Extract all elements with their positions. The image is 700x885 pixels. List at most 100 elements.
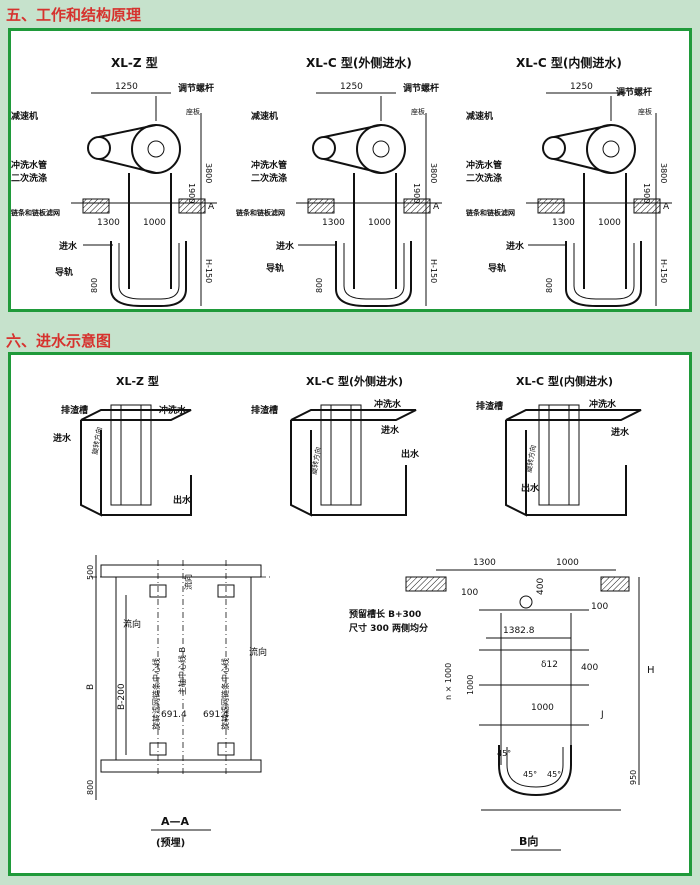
motor-pulley bbox=[87, 136, 111, 160]
dim-950: 950 bbox=[629, 770, 638, 785]
machine-xlz: XL-Z 型 1250 调节螺杆 座板 减速机 冲洗水管 二次洗涤 链条和链板滤… bbox=[10, 55, 217, 307]
label-flush: 冲洗水 bbox=[374, 398, 402, 410]
label-rail: 导轨 bbox=[266, 262, 284, 274]
label-base: 座板 bbox=[638, 107, 652, 116]
label-chain: 链条和链板滤网 bbox=[11, 208, 60, 217]
label-rail: 导轨 bbox=[55, 266, 73, 278]
dim-1250: 1250 bbox=[340, 82, 363, 92]
aa-caption2: (预埋) bbox=[156, 836, 185, 849]
dim-n1000: n × 1000 bbox=[444, 663, 453, 700]
label-inlet: 进水 bbox=[611, 426, 630, 438]
machine-xlc-outer: XL-C 型(外侧进水) 1250 调节螺杆 座板 减速机 冲洗水管 二次洗涤 … bbox=[235, 55, 442, 307]
dim-1382: 1382.8 bbox=[503, 626, 535, 636]
dim-1300: 1300 bbox=[552, 218, 575, 228]
dim-3800: 3800 bbox=[659, 163, 668, 183]
label-flush: 冲洗水管 bbox=[466, 159, 502, 171]
dim-800: 800 bbox=[86, 780, 95, 795]
section-aa: 500 流向 流向 流向 B B-200 旋转滤网链条中心线 主轴中心线 B 旋… bbox=[86, 555, 271, 849]
label-inlet: 进水 bbox=[381, 424, 400, 436]
label-drain: 排渣槽 bbox=[251, 404, 278, 416]
section6-title: 六、进水示意图 bbox=[6, 332, 112, 350]
dim-400a: 400 bbox=[536, 578, 546, 595]
dim-1000: 1000 bbox=[556, 558, 579, 568]
machine-title: XL-Z 型 bbox=[111, 55, 158, 70]
inlet-drawings: XL-Z 型 排渣槽 冲洗水 进水 出水 旋转方向 XL-C 型(外侧进水) 排… bbox=[53, 374, 655, 851]
dim-6914b: 691.4 bbox=[203, 710, 229, 720]
label-reducer: 减速机 bbox=[11, 110, 38, 122]
label-inlet: 进水 bbox=[59, 240, 78, 252]
dim-500: 500 bbox=[86, 565, 95, 580]
dim-100a: 100 bbox=[461, 588, 478, 598]
dim-1000: 1000 bbox=[143, 218, 166, 228]
dim-1300: 1300 bbox=[97, 218, 120, 228]
label-inlet: 进水 bbox=[276, 240, 295, 252]
label-a: A bbox=[433, 202, 440, 212]
dim-45c: 45° bbox=[547, 770, 561, 779]
label-outlet: 出水 bbox=[401, 448, 420, 460]
section5-title: 五、工作和结构原理 bbox=[6, 6, 142, 24]
iso-xlz: XL-Z 型 排渣槽 冲洗水 进水 出水 旋转方向 bbox=[53, 374, 192, 517]
label-slot2: 尺寸 300 两侧均分 bbox=[349, 622, 428, 634]
dim-1250: 1250 bbox=[115, 82, 138, 92]
dim-h150: H-150 bbox=[204, 259, 213, 283]
dim-1000c: 1000 bbox=[531, 703, 554, 713]
label-flow2: 流向 bbox=[123, 618, 141, 630]
dim-1900: 1900 bbox=[412, 183, 421, 203]
dim-b200: B-200 bbox=[117, 683, 127, 710]
label-flush: 冲洗水 bbox=[589, 398, 617, 410]
machine-xlc-inner: XL-C 型(内侧进水) 1250 调节螺杆 座板 减速机 冲洗水管 二次洗涤 … bbox=[465, 55, 672, 307]
dim-1000b: 1000 bbox=[466, 675, 475, 695]
iso-xlc-outer: XL-C 型(外侧进水) 排渣槽 冲洗水 进水 出水 旋转方向 bbox=[251, 374, 420, 517]
dim-1000: 1000 bbox=[368, 218, 391, 228]
dim-j: J bbox=[600, 710, 604, 720]
label-screw: 调节螺杆 bbox=[403, 82, 439, 94]
iso-title: XL-C 型(外侧进水) bbox=[306, 374, 403, 388]
iso-title: XL-C 型(内侧进水) bbox=[516, 374, 613, 388]
label-flush: 冲洗水管 bbox=[251, 159, 287, 171]
dim-45a: 45° bbox=[497, 749, 511, 758]
dim-1300: 1300 bbox=[473, 558, 496, 568]
dim-1300: 1300 bbox=[322, 218, 345, 228]
dim-800: 800 bbox=[315, 278, 324, 293]
dim-800: 800 bbox=[545, 278, 554, 293]
label-main: 主轴中心线 B bbox=[177, 647, 187, 695]
label-outlet: 出水 bbox=[521, 482, 540, 494]
machine-title: XL-C 型(外侧进水) bbox=[306, 55, 412, 70]
label-wash2: 二次洗涤 bbox=[466, 172, 502, 184]
label-flow1: 流向 bbox=[183, 574, 193, 590]
dim-800: 800 bbox=[90, 278, 99, 293]
dim-3800: 3800 bbox=[204, 163, 213, 183]
section5-panel: XL-Z 型 1250 调节螺杆 座板 减速机 冲洗水管 二次洗涤 链条和链板滤… bbox=[8, 28, 692, 312]
aa-caption: A—A bbox=[161, 815, 190, 828]
label-drain: 排渣槽 bbox=[61, 404, 88, 416]
dim-6914a: 691.4 bbox=[161, 710, 187, 720]
label-chain: 链条和链板滤网 bbox=[235, 208, 285, 217]
dim-1900: 1900 bbox=[187, 183, 196, 203]
iso-title: XL-Z 型 bbox=[116, 374, 159, 388]
label-flush: 冲洗水管 bbox=[11, 159, 47, 171]
label-inlet: 进水 bbox=[506, 240, 525, 252]
label-reducer: 减速机 bbox=[466, 110, 493, 122]
dim-1250: 1250 bbox=[570, 82, 593, 92]
dim-d12: δ12 bbox=[541, 660, 558, 670]
dim-1000: 1000 bbox=[598, 218, 621, 228]
view-b: 1300 1000 100 400 100 预留槽长 B+300 尺寸 300 … bbox=[349, 558, 655, 851]
label-a: A bbox=[663, 202, 670, 212]
label-wash2: 二次洗涤 bbox=[251, 172, 287, 184]
label-wash2: 二次洗涤 bbox=[11, 172, 47, 184]
label-chain1: 旋转滤网链条中心线 bbox=[151, 658, 161, 730]
label-drain: 排渣槽 bbox=[476, 400, 503, 412]
label-slot: 预留槽长 B+300 bbox=[349, 608, 421, 620]
dim-h150: H-150 bbox=[429, 259, 438, 283]
label-a: A bbox=[208, 202, 215, 212]
label-base: 座板 bbox=[411, 107, 425, 116]
drive-wheel bbox=[131, 124, 181, 174]
label-flow3: 流向 bbox=[249, 646, 267, 658]
section6-panel: XL-Z 型 排渣槽 冲洗水 进水 出水 旋转方向 XL-C 型(外侧进水) 排… bbox=[8, 352, 692, 876]
label-chain: 链条和链板滤网 bbox=[465, 208, 515, 217]
label-base: 座板 bbox=[186, 107, 200, 116]
machine-title: XL-C 型(内侧进水) bbox=[516, 55, 622, 70]
dim-400b: 400 bbox=[581, 663, 598, 673]
label-screw: 调节螺杆 bbox=[178, 82, 214, 94]
dim-h150: H-150 bbox=[659, 259, 668, 283]
